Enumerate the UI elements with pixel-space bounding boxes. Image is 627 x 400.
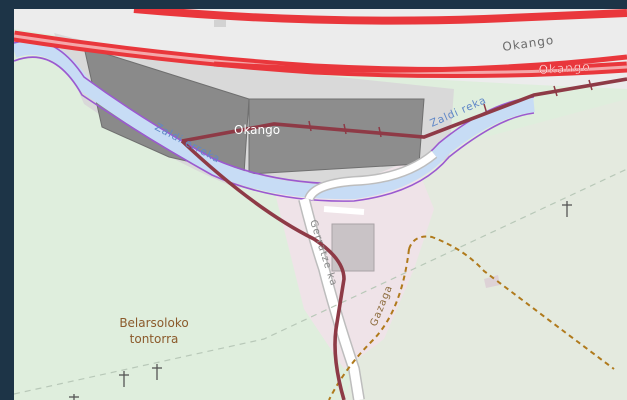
pylon-icon xyxy=(69,201,572,400)
road-gerratze xyxy=(299,197,364,400)
label-area: Okango xyxy=(234,123,280,137)
railway-branch xyxy=(180,139,346,400)
boundary-line-south xyxy=(14,56,535,202)
road-stub xyxy=(323,206,365,215)
boundary-line-north xyxy=(14,39,535,185)
stream-water xyxy=(14,40,535,200)
railway-ticks xyxy=(308,79,593,138)
building-marker xyxy=(214,20,226,27)
label-hill-line2: tontorra xyxy=(130,332,179,346)
power-line xyxy=(14,168,627,395)
label-hill-line1: Belarsoloko xyxy=(119,316,188,330)
railway-main xyxy=(181,77,627,143)
label-road-lower: Okango xyxy=(538,59,591,77)
road-link xyxy=(305,151,437,201)
footpath-gazaga xyxy=(328,248,410,400)
building-hut xyxy=(484,275,500,288)
motorway-ramp xyxy=(213,54,627,73)
motorway-north-lane xyxy=(133,9,627,25)
map-canvas[interactable]: Okango Okango Okango Zaldi erreka Zaldi … xyxy=(14,9,627,400)
map-svg: Okango Okango Okango Zaldi erreka Zaldi … xyxy=(14,9,627,400)
